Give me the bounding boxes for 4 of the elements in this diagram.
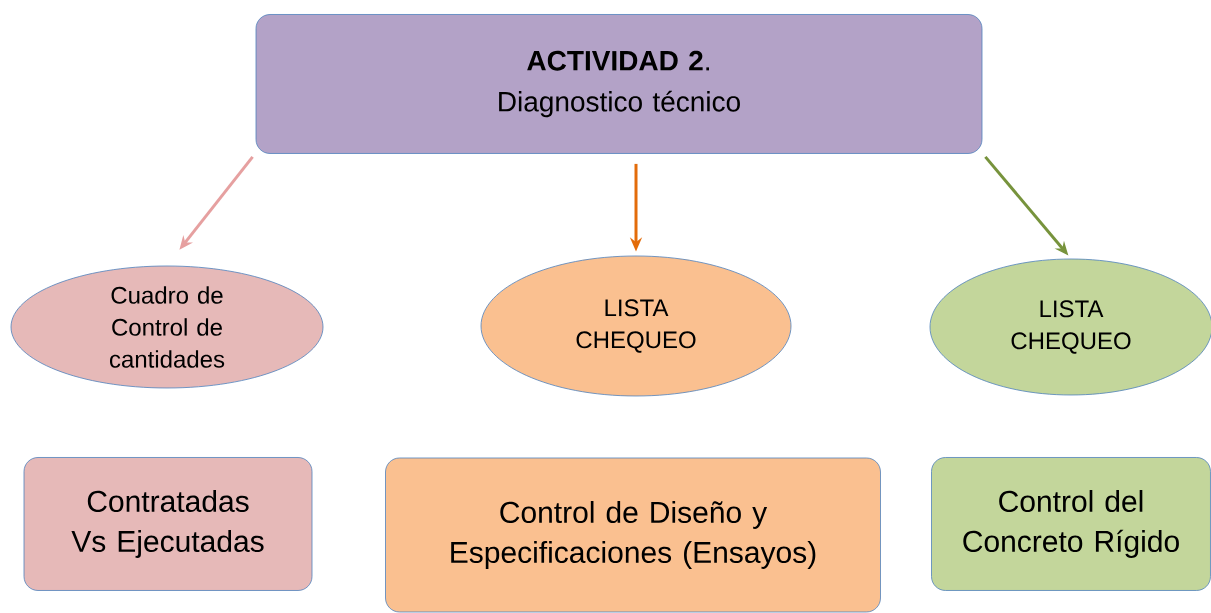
title-box: ACTIVIDAD 2. Diagnostico técnico (255, 14, 983, 154)
process-box: Control del Concreto Rígido (931, 457, 1211, 591)
process-box: Contratadas Vs Ejecutadas (23, 457, 313, 591)
process-box: Control de Diseño y Especificaciones (Ensayos) (385, 457, 881, 613)
